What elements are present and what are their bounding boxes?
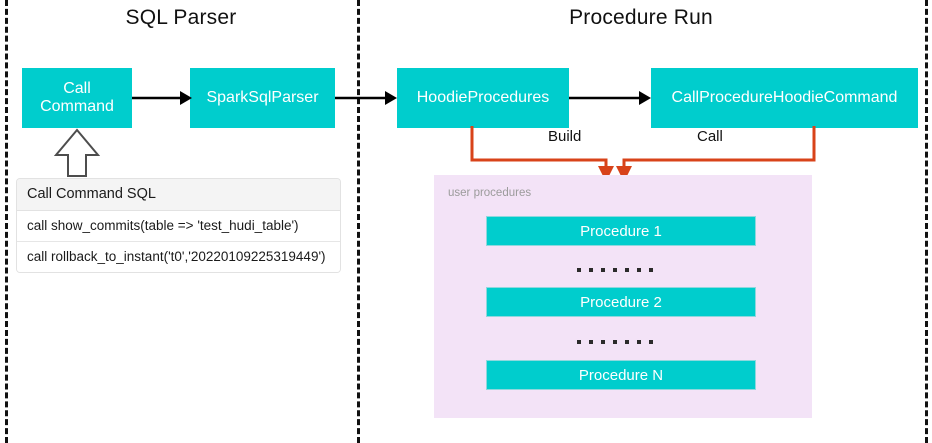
sql-table-row: call rollback_to_instant('t0','202201092… bbox=[17, 242, 340, 272]
node-call-command-line1: Call bbox=[63, 79, 91, 97]
procedure-box-2[interactable]: Procedure 2 bbox=[486, 287, 756, 317]
divider-middle bbox=[357, 0, 360, 443]
arrow-hoodie-procedures-to-call-procedure-hoodie-command bbox=[569, 91, 651, 105]
section-title-procedure-run: Procedure Run bbox=[569, 6, 713, 29]
sql-table-header: Call Command SQL bbox=[17, 179, 340, 211]
connector-label-build: Build bbox=[548, 128, 582, 145]
arrow-call-command-to-spark-sql-parser bbox=[132, 91, 192, 105]
procedure-box-1[interactable]: Procedure 1 bbox=[486, 216, 756, 246]
node-call-procedure-hoodie-command[interactable]: CallProcedureHoodieCommand bbox=[651, 68, 918, 128]
user-procedures-label: user procedures bbox=[448, 187, 532, 199]
divider-left bbox=[5, 0, 8, 443]
divider-right bbox=[925, 0, 928, 443]
node-call-command[interactable]: Call Command bbox=[22, 68, 132, 128]
orange-connectors bbox=[470, 126, 816, 182]
node-hoodie-procedures[interactable]: HoodieProcedures bbox=[397, 68, 569, 128]
procedure-box-n[interactable]: Procedure N bbox=[486, 360, 756, 390]
ellipsis-separator-1 bbox=[577, 268, 653, 272]
ellipsis-separator-2 bbox=[577, 340, 653, 344]
node-spark-sql-parser[interactable]: SparkSqlParser bbox=[190, 68, 335, 128]
hollow-up-arrow-icon bbox=[53, 128, 101, 177]
node-call-command-line2: Command bbox=[40, 98, 114, 115]
section-title-sql-parser: SQL Parser bbox=[125, 6, 237, 29]
call-command-sql-table: Call Command SQL call show_commits(table… bbox=[16, 178, 341, 273]
connector-label-call: Call bbox=[697, 128, 723, 145]
arrow-spark-sql-parser-to-hoodie-procedures bbox=[335, 91, 397, 105]
sql-table-row: call show_commits(table => 'test_hudi_ta… bbox=[17, 211, 340, 242]
